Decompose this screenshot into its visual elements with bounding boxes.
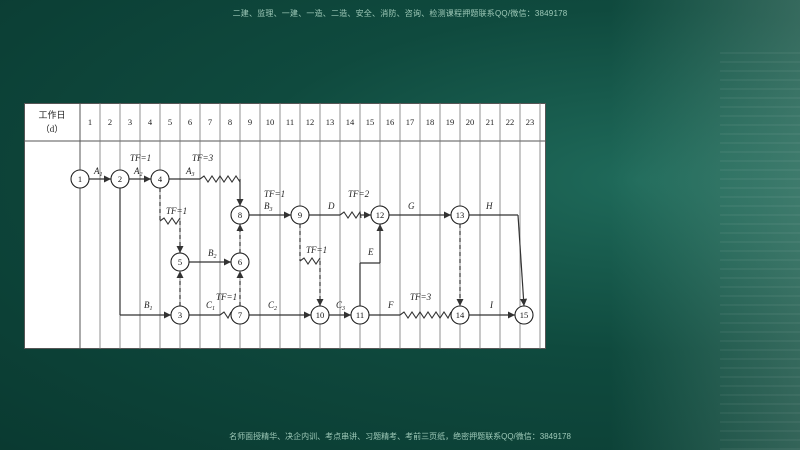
node-15 xyxy=(514,305,534,325)
label-C3: C3 xyxy=(336,300,345,312)
node-1 xyxy=(70,169,90,189)
float-4-5 xyxy=(159,217,181,225)
day-header-12: 12 xyxy=(306,117,315,127)
label-C2: C2 xyxy=(268,300,277,312)
tf-A2: TF=1 xyxy=(130,153,151,163)
day-header-5: 5 xyxy=(168,117,172,127)
day-header-23: 23 xyxy=(526,117,535,127)
label-F: F xyxy=(387,300,394,310)
day-header-1: 1 xyxy=(88,117,92,127)
day-header-18: 18 xyxy=(426,117,435,127)
day-header-19: 19 xyxy=(446,117,455,127)
day-header-22: 22 xyxy=(506,117,515,127)
node-12 xyxy=(370,205,390,225)
node-label-6: 6 xyxy=(238,257,242,267)
activity-F-float xyxy=(399,311,452,320)
node-7 xyxy=(230,305,250,325)
day-header-4: 4 xyxy=(148,117,153,127)
node-5 xyxy=(170,252,190,272)
label-C1: C1 xyxy=(206,300,215,312)
day-header-9: 9 xyxy=(248,117,252,127)
activity-H-drop xyxy=(517,214,528,307)
label-I: I xyxy=(489,300,494,310)
background-glow xyxy=(610,0,800,450)
label-B1: B1 xyxy=(144,300,153,312)
node-3 xyxy=(170,305,190,325)
footer-banner: 名师面授精华、决企内训、考点串讲、习题精考、考前三页纸，绝密押题联系QQ/微信：… xyxy=(229,432,571,441)
tf-F: TF=3 xyxy=(410,292,432,302)
header-label-workday: 工作日 xyxy=(38,109,65,120)
day-header-20: 20 xyxy=(466,117,475,127)
node-8 xyxy=(230,205,250,225)
label-E: E xyxy=(367,247,374,257)
float-9-10 xyxy=(299,257,321,265)
day-header-15: 15 xyxy=(366,117,375,127)
day-header-6: 6 xyxy=(188,117,192,127)
background-building xyxy=(720,50,800,450)
day-header-8: 8 xyxy=(228,117,232,127)
day-header-14: 14 xyxy=(346,117,355,127)
node-label-9: 9 xyxy=(298,210,302,220)
day-header-2: 2 xyxy=(108,117,112,127)
tf-B3: TF=1 xyxy=(264,189,285,199)
table-frame xyxy=(24,103,546,349)
activity-D-float xyxy=(339,210,362,219)
label-H: H xyxy=(485,201,493,211)
node-label-15: 15 xyxy=(520,310,529,320)
node-label-11: 11 xyxy=(356,310,364,320)
day-header-7: 7 xyxy=(208,117,212,127)
day-header-3: 3 xyxy=(128,117,132,127)
tf-4-5: TF=1 xyxy=(166,206,187,216)
label-B2: B2 xyxy=(208,248,217,260)
node-10 xyxy=(310,305,330,325)
node-label-2: 2 xyxy=(118,174,122,184)
node-label-1: 1 xyxy=(78,174,82,184)
node-6 xyxy=(230,252,250,272)
day-header-17: 17 xyxy=(406,117,415,127)
label-B3: B3 xyxy=(264,201,273,213)
label-A3: A3 xyxy=(185,166,195,178)
activity-A3-float xyxy=(199,175,241,183)
node-label-10: 10 xyxy=(316,310,325,320)
node-14 xyxy=(450,305,470,325)
activity-C1-float xyxy=(219,311,232,320)
node-label-4: 4 xyxy=(158,174,163,184)
day-header-13: 13 xyxy=(326,117,335,127)
node-4 xyxy=(150,169,170,189)
node-13 xyxy=(450,205,470,225)
node-label-13: 13 xyxy=(456,210,465,220)
header-banner: 二建、监理、一建、一造、二造、安全、消防、咨询、检测课程押题联系QQ/微信：38… xyxy=(232,9,568,18)
label-A1: A1 xyxy=(93,166,103,178)
node-9 xyxy=(290,205,310,225)
node-label-14: 14 xyxy=(456,310,465,320)
day-header-11: 11 xyxy=(286,117,294,127)
tf-A3: TF=3 xyxy=(192,153,214,163)
node-label-8: 8 xyxy=(238,210,242,220)
day-header-21: 21 xyxy=(486,117,495,127)
header-label-unit: （d） xyxy=(41,124,64,134)
label-D: D xyxy=(327,201,335,211)
node-label-5: 5 xyxy=(178,257,182,267)
node-label-7: 7 xyxy=(238,310,242,320)
day-header-10: 10 xyxy=(266,117,275,127)
node-2 xyxy=(110,169,130,189)
label-A2: A2 xyxy=(133,166,143,178)
node-label-12: 12 xyxy=(376,210,385,220)
tf-9-10: TF=1 xyxy=(306,245,327,255)
node-label-3: 3 xyxy=(178,310,182,320)
tf-D: TF=2 xyxy=(348,189,370,199)
label-G: G xyxy=(408,201,415,211)
day-header-16: 16 xyxy=(386,117,395,127)
tf-C1: TF=1 xyxy=(216,292,237,302)
node-11 xyxy=(350,305,370,325)
